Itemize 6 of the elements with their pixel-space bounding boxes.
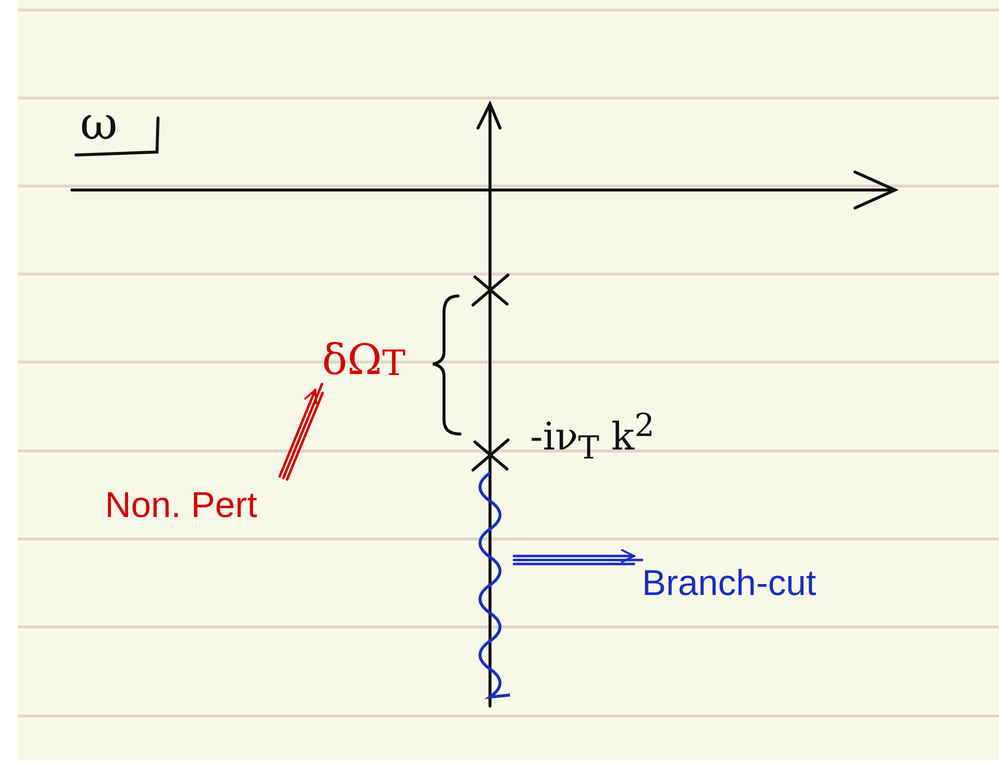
pole-label: -iν$_{T}$ k$^{2}$ <box>530 408 654 466</box>
text-label: Branch-cut <box>642 548 882 618</box>
double-arrow <box>512 549 644 566</box>
double-arrow <box>278 382 324 481</box>
text-label: Non. Pert <box>105 478 310 526</box>
variable-label: ω <box>80 96 118 150</box>
